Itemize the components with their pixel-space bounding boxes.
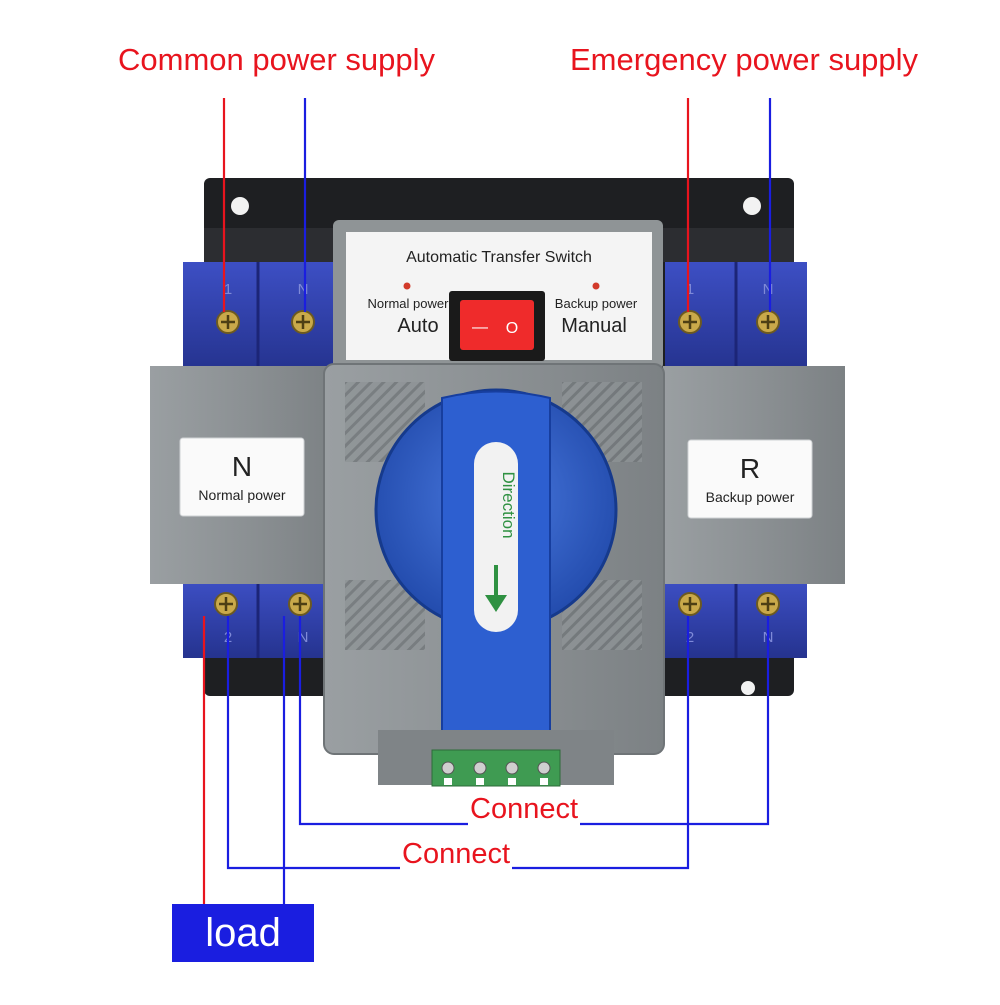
load-label: load <box>172 904 314 962</box>
emergency-power-supply-label: Emergency power supply <box>570 42 919 77</box>
mount-hole-top-right <box>743 197 761 215</box>
screw-icon <box>441 761 455 775</box>
common-power-supply-label: Common power supply <box>118 42 436 77</box>
manual-text: Manual <box>561 315 627 337</box>
terminal-label-top-left-1: 1 <box>224 281 232 298</box>
screw-icon <box>756 310 780 334</box>
arrow-down-icon <box>485 565 507 612</box>
screw-icon <box>216 310 240 334</box>
led-indicator-icon <box>403 282 411 290</box>
right-label-text: Backup power <box>706 489 795 505</box>
right-label-letter: R <box>740 453 760 484</box>
terminal-label-bottom-right-2: 2 <box>686 629 694 646</box>
screw-icon <box>473 761 487 775</box>
left-label-text: Normal power <box>198 487 285 503</box>
screw-icon <box>756 592 780 616</box>
terminal-label-bottom-left-n: N <box>298 629 309 646</box>
terminal-label-top-right-n: N <box>763 281 774 298</box>
handle-label-strip <box>474 442 518 632</box>
rocker-on-mark: O <box>506 320 518 337</box>
right-label-panel <box>687 439 813 519</box>
led-indicator-icon <box>592 282 600 290</box>
connect-label-upper: Connect <box>468 793 581 826</box>
screw-icon <box>537 761 551 775</box>
auto-text: Auto <box>397 315 438 337</box>
screw-icon <box>505 761 519 775</box>
mount-hole-bottom-right <box>741 681 755 695</box>
screw-icon <box>678 592 702 616</box>
screw-icon <box>678 310 702 334</box>
screw-icon <box>214 592 238 616</box>
screw-icon <box>288 592 312 616</box>
connect-label-lower: Connect <box>400 838 513 871</box>
terminal-label-top-right-1: 1 <box>686 281 694 298</box>
normal-power-text: Normal power <box>368 296 450 311</box>
rocker-off-mark: — <box>472 319 488 336</box>
backup-power-text: Backup power <box>555 296 638 311</box>
screw-icon <box>291 310 315 334</box>
handle-direction-text: Direction <box>499 471 518 538</box>
left-label-panel <box>179 437 305 517</box>
terminal-label-top-left-n: N <box>298 281 309 298</box>
left-label-letter: N <box>232 451 252 482</box>
device-title: Automatic Transfer Switch <box>406 249 592 266</box>
rocker-switch[interactable] <box>460 300 534 350</box>
mount-hole-top-left <box>231 197 249 215</box>
